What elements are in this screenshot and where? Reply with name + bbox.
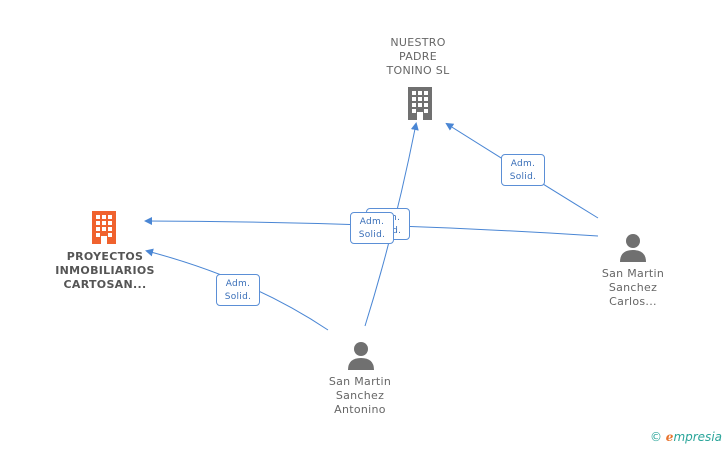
brand-logo-initial: e xyxy=(665,430,674,444)
node-label-line: San Martin xyxy=(601,267,665,280)
person-icon[interactable] xyxy=(618,232,648,262)
role-badge-carlos-nuestro-padre[interactable]: Adm. Solid. xyxy=(501,154,545,186)
role-badge-line: Solid. xyxy=(358,230,386,240)
building-icon[interactable] xyxy=(404,86,436,120)
building-icon[interactable] xyxy=(88,210,120,244)
node-label-line: San Martin xyxy=(328,375,392,388)
node-label-line: PROYECTOS xyxy=(66,250,144,263)
role-badge-line: Solid. xyxy=(509,172,537,182)
node-label-line: Sanchez xyxy=(608,281,658,294)
node-label-nuestro-padre[interactable]: NUESTRO PADRE TONINO SL xyxy=(370,36,466,78)
node-label-line: CARTOSAN... xyxy=(63,278,147,291)
role-badge-antonino-proyectos[interactable]: Adm. Solid. xyxy=(216,274,260,306)
node-label-line: Antonino xyxy=(334,403,386,416)
node-label-line: INMOBILIARIOS xyxy=(55,264,155,277)
role-badge-antonino-nuestro-padre[interactable]: Adm. Solid. xyxy=(350,212,394,244)
role-badge-line: Adm. xyxy=(225,279,251,289)
node-label-line: NUESTRO xyxy=(390,36,446,49)
copyright-icon: © xyxy=(649,430,662,444)
node-label-line: Sanchez xyxy=(335,389,385,402)
brand-footer[interactable]: © empresia xyxy=(650,430,722,444)
node-label-line: PADRE xyxy=(398,50,438,63)
node-label-antonino[interactable]: San Martin Sanchez Antonino xyxy=(314,375,406,417)
person-icon[interactable] xyxy=(346,340,376,370)
node-label-proyectos[interactable]: PROYECTOS INMOBILIARIOS CARTOSAN... xyxy=(46,250,164,292)
brand-logo-text: mpresia xyxy=(673,430,722,444)
node-label-carlos[interactable]: San Martin Sanchez Carlos... xyxy=(588,267,678,309)
role-badge-line: Solid. xyxy=(224,292,252,302)
role-badge-line: Adm. xyxy=(359,217,385,227)
role-badge-line: Adm. xyxy=(510,159,536,169)
node-label-line: Carlos... xyxy=(609,295,657,308)
node-label-line: TONINO SL xyxy=(386,64,450,77)
